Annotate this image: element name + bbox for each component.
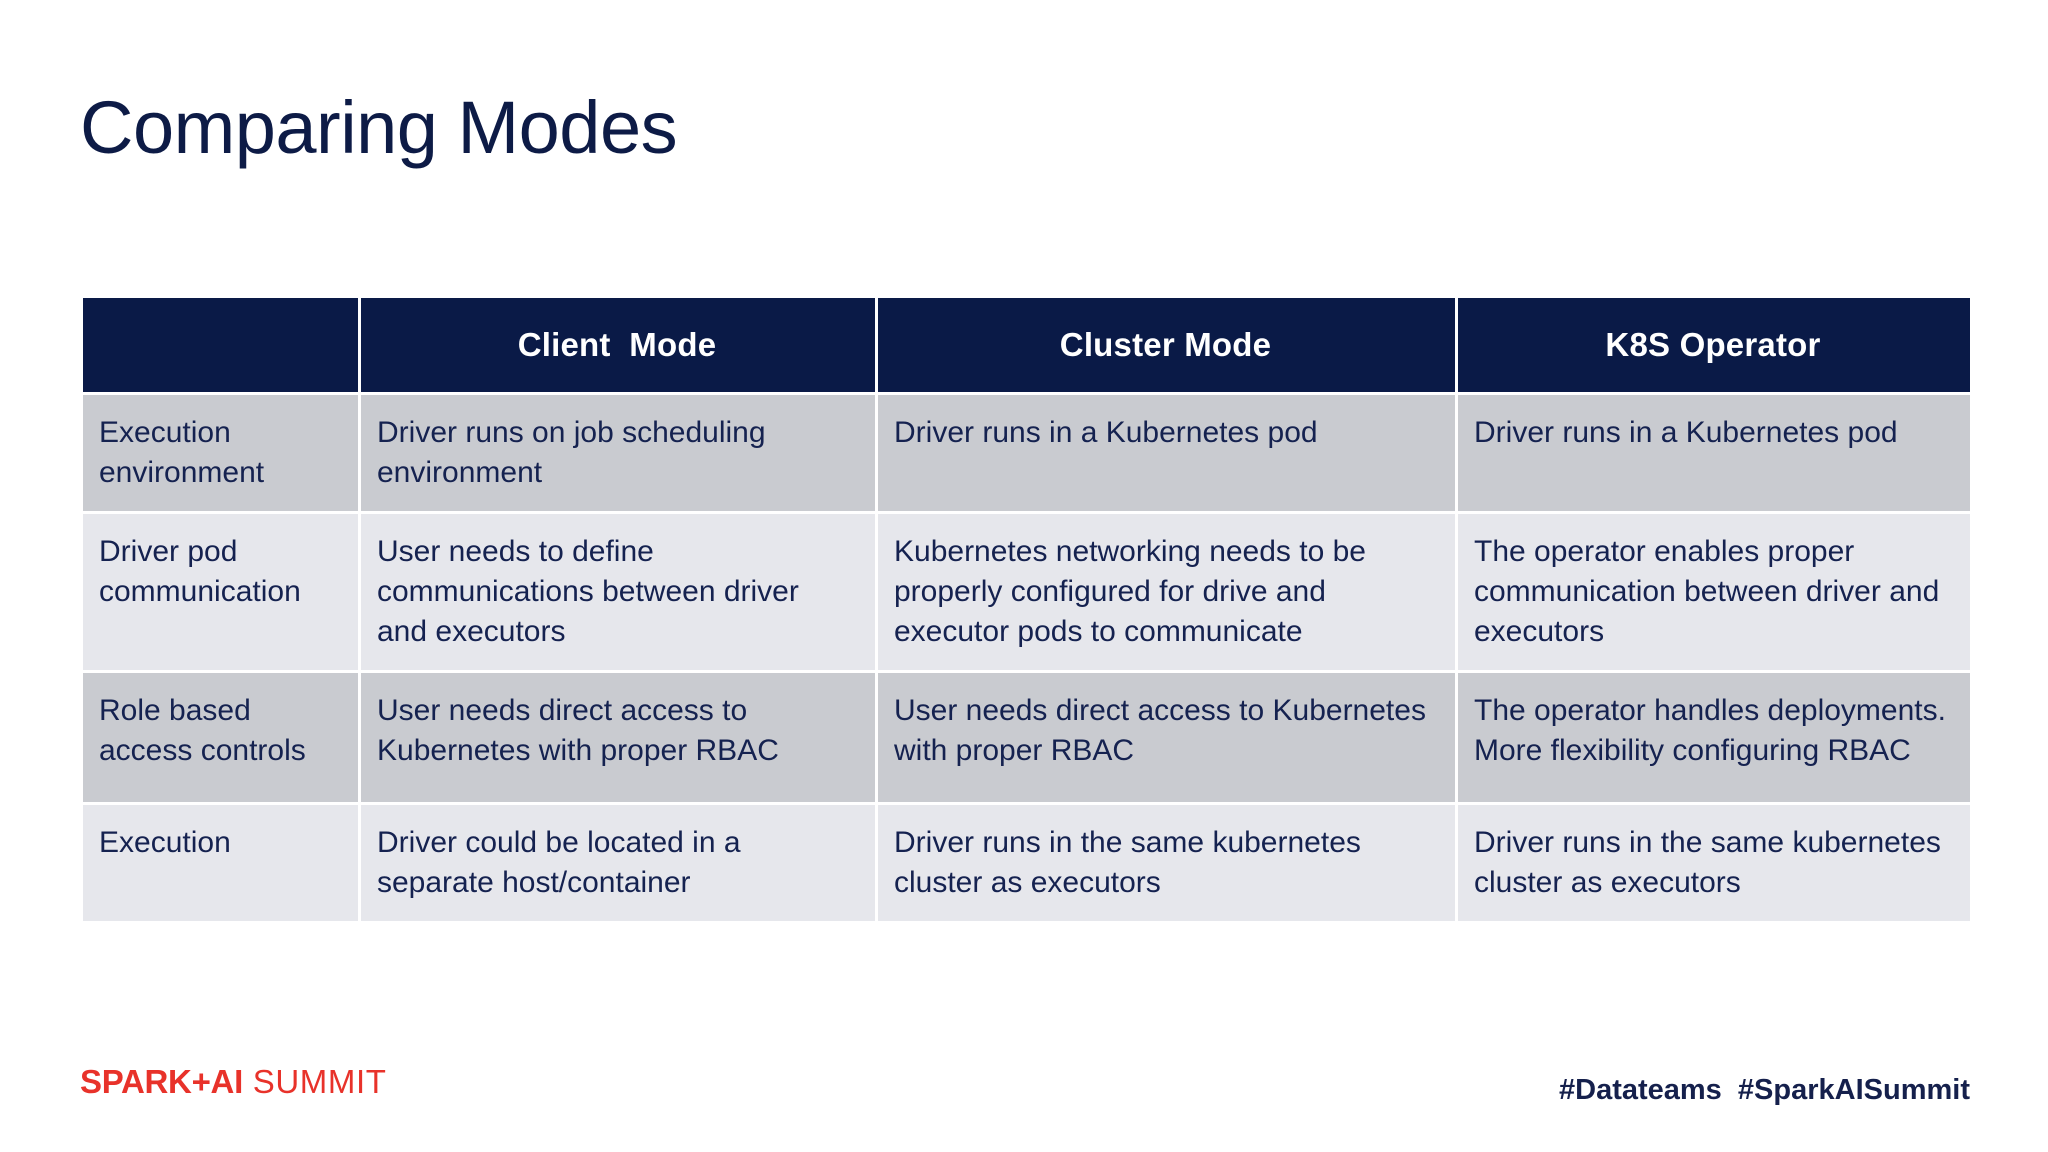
cell-k8s-operator: Driver runs in the same kubernetes clust… xyxy=(1458,805,1970,921)
row-label: Execution xyxy=(99,826,231,859)
cell-client-mode: User needs direct access to Kubernetes w… xyxy=(361,673,875,802)
table-header-client-mode: Client Mode xyxy=(361,298,875,392)
cell-text: User needs to define communications betw… xyxy=(377,535,799,648)
cell-text: Driver runs in the same kubernetes clust… xyxy=(894,826,1361,899)
cell-text: The operator handles deployments. More f… xyxy=(1474,694,1946,767)
footer-hashtags: #Datateams #SparkAISummit xyxy=(1559,1074,1970,1106)
cell-text: User needs direct access to Kubernetes w… xyxy=(894,694,1426,767)
table-header: Client Mode Cluster Mode K8S Operator xyxy=(83,298,1970,392)
cell-cluster-mode: Kubernetes networking needs to be proper… xyxy=(878,514,1455,670)
table-header-row: Client Mode Cluster Mode K8S Operator xyxy=(83,298,1970,392)
table-row: Execution environment Driver runs on job… xyxy=(83,395,1970,511)
row-label: Execution environment xyxy=(99,416,265,489)
cell-text: Driver runs on job scheduling environmen… xyxy=(377,416,766,489)
cell-text: The operator enables proper communicatio… xyxy=(1474,535,1940,648)
table-header-cluster-mode: Cluster Mode xyxy=(878,298,1455,392)
page-title: Comparing Modes xyxy=(80,86,678,169)
cell-k8s-operator: Driver runs in a Kubernetes pod xyxy=(1458,395,1970,511)
row-label-cell: Role based access controls xyxy=(83,673,358,802)
row-label-cell: Execution xyxy=(83,805,358,921)
table-row: Role based access controls User needs di… xyxy=(83,673,1970,802)
cell-k8s-operator: The operator enables proper communicatio… xyxy=(1458,514,1970,670)
cell-text: Driver runs in a Kubernetes pod xyxy=(1474,416,1898,449)
cell-text: Driver runs in the same kubernetes clust… xyxy=(1474,826,1941,899)
table-body: Execution environment Driver runs on job… xyxy=(83,395,1970,921)
row-label-cell: Driver pod communication xyxy=(83,514,358,670)
cell-k8s-operator: The operator handles deployments. More f… xyxy=(1458,673,1970,802)
cell-text: Driver could be located in a separate ho… xyxy=(377,826,741,899)
cell-cluster-mode: Driver runs in the same kubernetes clust… xyxy=(878,805,1455,921)
logo-summit-text: SUMMIT xyxy=(242,1063,387,1100)
row-label: Driver pod communication xyxy=(99,535,301,608)
cell-text: User needs direct access to Kubernetes w… xyxy=(377,694,779,767)
table-row: Execution Driver could be located in a s… xyxy=(83,805,1970,921)
table-header-k8s-operator: K8S Operator xyxy=(1458,298,1970,392)
logo-spark-ai-text: SPARK+AI xyxy=(80,1063,243,1100)
cell-client-mode: User needs to define communications betw… xyxy=(361,514,875,670)
cell-text: Kubernetes networking needs to be proper… xyxy=(894,535,1366,648)
row-label-cell: Execution environment xyxy=(83,395,358,511)
cell-cluster-mode: Driver runs in a Kubernetes pod xyxy=(878,395,1455,511)
cell-client-mode: Driver runs on job scheduling environmen… xyxy=(361,395,875,511)
cell-text: Driver runs in a Kubernetes pod xyxy=(894,416,1318,449)
table-header-corner xyxy=(83,298,358,392)
cell-client-mode: Driver could be located in a separate ho… xyxy=(361,805,875,921)
spark-ai-summit-logo: SPARK+AI SUMMIT xyxy=(80,1062,386,1102)
row-label: Role based access controls xyxy=(99,694,306,767)
table-row: Driver pod communication User needs to d… xyxy=(83,514,1970,670)
cell-cluster-mode: User needs direct access to Kubernetes w… xyxy=(878,673,1455,802)
comparison-table: Client Mode Cluster Mode K8S Operator Ex… xyxy=(80,295,1973,924)
